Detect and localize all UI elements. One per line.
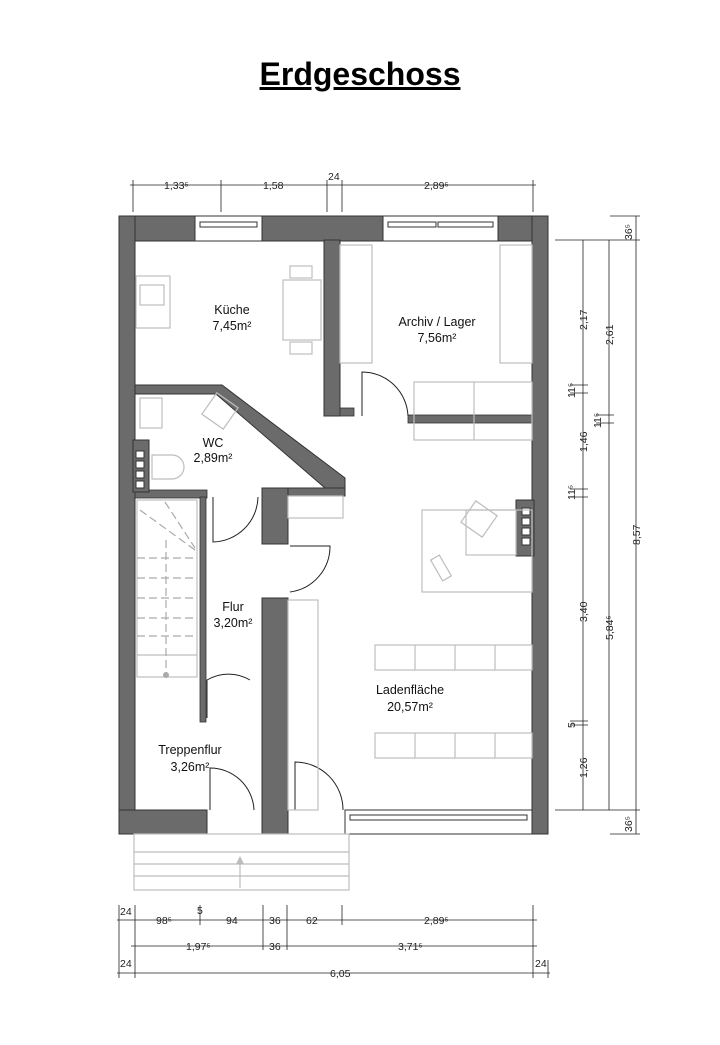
dim-text: 1,46 bbox=[578, 431, 590, 452]
dim-text: 1,97⁵ bbox=[186, 941, 211, 953]
dim-text: 3,40 bbox=[578, 601, 590, 622]
dim-text: 36 bbox=[269, 915, 281, 927]
room-area-kueche: 7,45m² bbox=[213, 319, 252, 333]
windows bbox=[194, 215, 533, 835]
dimension-bottom: 24 98⁵ 5 94 36 62 2,89⁵ 1,97⁵ 36 3,71⁵ 2… bbox=[117, 905, 550, 980]
dim-text: 8,57 bbox=[631, 524, 643, 545]
outer-walls bbox=[118, 215, 549, 835]
dim-text: 94 bbox=[226, 915, 238, 927]
room-name-kueche: Küche bbox=[214, 303, 249, 317]
dim-text: 5 bbox=[197, 905, 203, 917]
room-area-treppenflur: 3,26m² bbox=[171, 760, 210, 774]
sink-icon bbox=[135, 275, 171, 329]
dim-text: 1,26 bbox=[578, 757, 590, 778]
dim-text: 36 bbox=[269, 941, 281, 953]
interior-walls bbox=[132, 239, 535, 835]
dimension-right: 2,17 11⁵ 1,46 11⁵ 3,40 5 1,26 2,61 11⁵ 5… bbox=[555, 215, 643, 835]
floor-title: Erdgeschoss bbox=[259, 56, 461, 92]
room-labels: Küche 7,45m² Archiv / Lager 7,56m² WC 2,… bbox=[158, 303, 475, 774]
toilet-icon bbox=[151, 454, 185, 480]
room-area-flur: 3,20m² bbox=[214, 616, 253, 630]
dim-text: 2,61 bbox=[604, 324, 616, 345]
dim-text: 24 bbox=[328, 171, 340, 183]
dim-text: 2,89⁵ bbox=[424, 915, 449, 927]
office-chair-icon bbox=[460, 500, 498, 538]
room-area-ladenflaeche: 20,57m² bbox=[387, 700, 433, 714]
dim-text: 3,71⁵ bbox=[398, 941, 423, 953]
doors bbox=[206, 371, 409, 811]
room-name-ladenflaeche: Ladenfläche bbox=[376, 683, 444, 697]
dim-text: 1,58 bbox=[263, 180, 284, 192]
dim-text: 2,17 bbox=[578, 309, 590, 330]
room-area-archiv: 7,56m² bbox=[418, 331, 457, 345]
dim-text: 1,33⁵ bbox=[164, 180, 189, 192]
room-name-wc: WC bbox=[203, 436, 224, 450]
keyboard-icon bbox=[429, 554, 453, 582]
room-name-flur: Flur bbox=[222, 600, 244, 614]
entrance-steps bbox=[133, 833, 350, 891]
dim-text: 5,84⁵ bbox=[604, 615, 616, 640]
dim-text: 11⁵ bbox=[566, 383, 578, 398]
dim-text: 24 bbox=[535, 958, 547, 970]
dim-text: 36⁵ bbox=[623, 224, 635, 240]
staircase bbox=[136, 499, 198, 678]
dim-text: 6,05 bbox=[330, 968, 351, 980]
dim-text: 24 bbox=[120, 958, 132, 970]
room-area-wc: 2,89m² bbox=[194, 451, 233, 465]
dim-text: 11⁵ bbox=[566, 485, 578, 500]
room-name-archiv: Archiv / Lager bbox=[398, 315, 475, 329]
dim-text: 62 bbox=[306, 915, 318, 927]
dim-text: 36⁵ bbox=[623, 816, 635, 832]
wc-sink-icon bbox=[139, 397, 163, 429]
dim-text: 2,89⁵ bbox=[424, 180, 449, 192]
dim-text: 5 bbox=[566, 722, 578, 728]
furniture bbox=[135, 244, 533, 811]
dimension-top: 1,33⁵ 1,58 24 2,89⁵ bbox=[130, 171, 536, 212]
dining-table-icon bbox=[282, 279, 322, 341]
dim-text: 98⁵ bbox=[156, 915, 172, 927]
dim-text: 11⁵ bbox=[592, 413, 604, 428]
dim-text: 24 bbox=[120, 906, 132, 918]
room-name-treppenflur: Treppenflur bbox=[158, 743, 221, 757]
